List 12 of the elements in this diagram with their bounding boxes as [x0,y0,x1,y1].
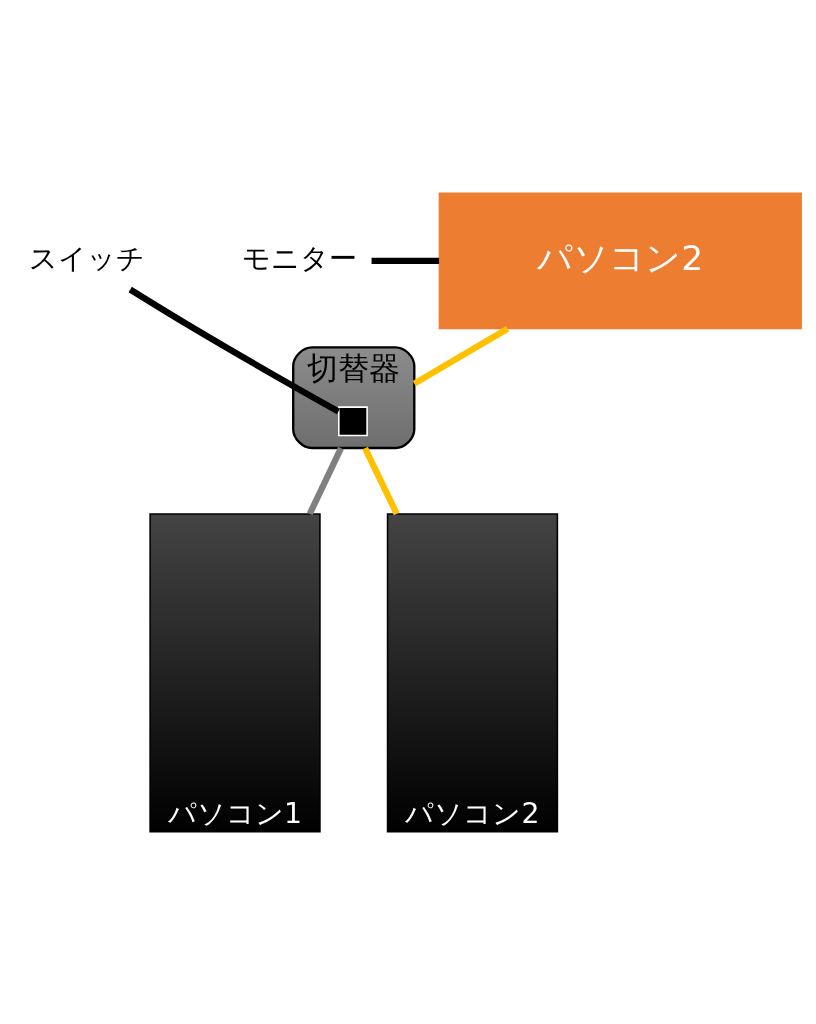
node-box: パソコン2 [438,192,802,329]
node-box: パソコン2 [386,512,559,832]
node-text: モニター [242,241,357,275]
node-box: パソコン1 [149,512,321,832]
connector [362,446,400,515]
node-text: スイッチ [29,241,146,275]
connector [128,286,340,414]
connector [412,325,510,386]
node-box [338,405,368,436]
connector [306,446,344,515]
connector [371,257,440,264]
cluster: 切替器 [292,345,416,449]
